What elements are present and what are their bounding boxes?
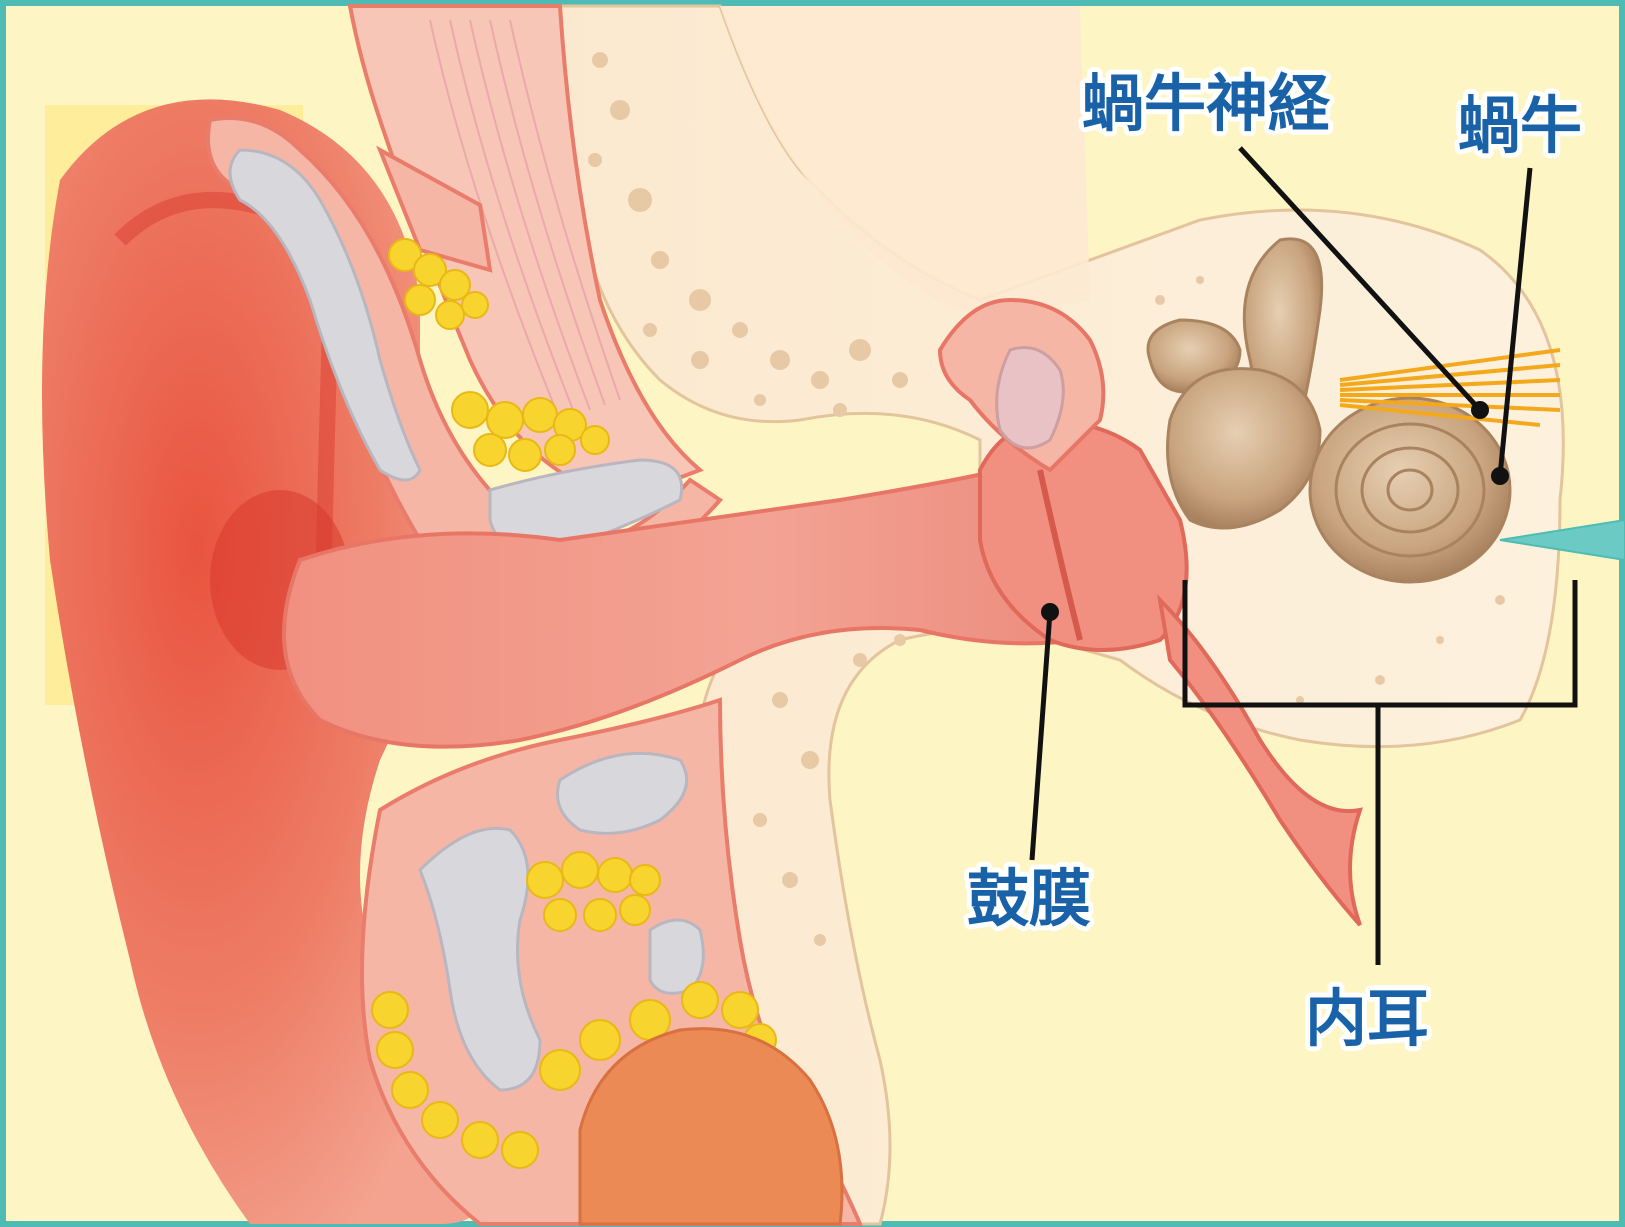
label-cochlea: 蝸牛 [1458, 89, 1582, 162]
label-inner-ear: 内耳 [1305, 982, 1429, 1055]
label-eardrum: 鼓膜 [967, 862, 1091, 935]
label-cochlear-nerve: 蝸牛神経 [1082, 67, 1331, 140]
cochlea-spiral [1310, 398, 1510, 582]
